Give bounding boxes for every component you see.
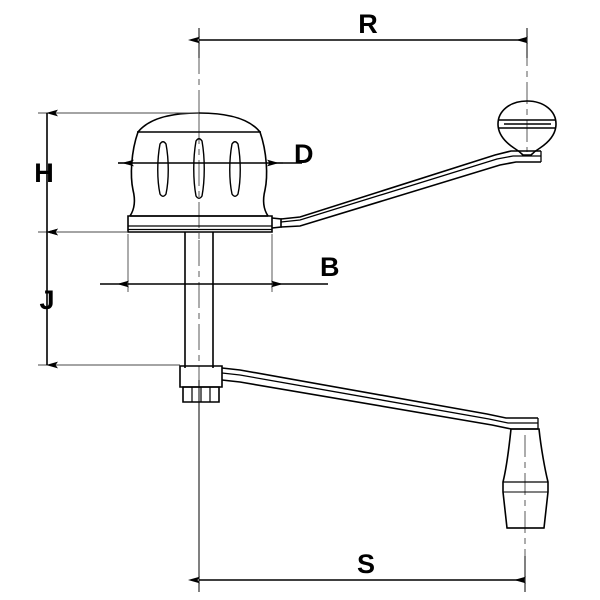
dim-label-B: B xyxy=(320,252,340,282)
drum-slot-left xyxy=(157,141,169,197)
drum-slots xyxy=(157,138,241,199)
drum-slot-center xyxy=(193,138,205,199)
lower-arm-top-edge xyxy=(221,367,538,419)
lower-hub-block xyxy=(179,365,223,388)
dim-label-D: D xyxy=(294,139,314,169)
drive-shaft xyxy=(184,232,214,368)
dimension-lines xyxy=(46,36,528,584)
flange-body xyxy=(127,215,273,233)
lower-crank-arm xyxy=(221,367,539,430)
dimension-labels: R H J D B S xyxy=(34,9,378,579)
extension-lines xyxy=(38,28,528,592)
dim-label-S: S xyxy=(357,549,375,579)
drum-slot-right xyxy=(229,141,241,197)
drum-right-profile xyxy=(259,131,269,217)
capstan-drum xyxy=(129,112,269,217)
knob-ball-profile xyxy=(497,100,557,156)
lower-hub-and-nut xyxy=(179,365,223,403)
upper-ball-knob xyxy=(497,100,557,156)
flange-right-boss xyxy=(271,217,282,229)
lower-arm-mid-edge xyxy=(221,372,538,424)
base-flange xyxy=(127,215,282,233)
drum-left-profile xyxy=(129,131,139,217)
dim-label-H: H xyxy=(34,158,54,188)
upper-arm-top-edge xyxy=(280,150,541,220)
dim-label-J: J xyxy=(39,285,54,315)
lower-arm-bottom-edge xyxy=(221,379,538,430)
dim-label-R: R xyxy=(358,9,378,39)
hex-nut-body xyxy=(182,386,220,403)
upper-arm-bottom-edge xyxy=(280,161,541,228)
upper-crank-arm xyxy=(280,150,542,228)
lower-tapered-grip xyxy=(502,428,549,529)
upper-arm-mid-edge xyxy=(280,155,541,223)
